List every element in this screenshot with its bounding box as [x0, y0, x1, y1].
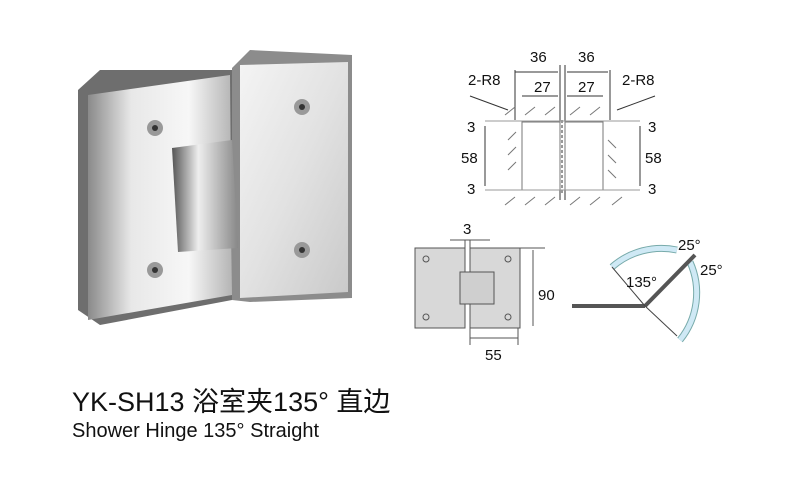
dim-height-90: 90: [538, 287, 555, 304]
dim-width-55: 55: [485, 347, 502, 364]
dim-58-left: 58: [461, 150, 478, 167]
angle-drawing: [572, 244, 701, 343]
angle-25-lower: 25°: [700, 262, 723, 279]
dim-3-right-bottom: 3: [648, 181, 656, 198]
dim-36-right: 36: [578, 49, 595, 66]
dim-3-right-top: 3: [648, 119, 656, 136]
dim-27-right: 27: [578, 79, 595, 96]
right-plate: [232, 50, 352, 302]
dim-3-left-top: 3: [467, 119, 475, 136]
dim-3-left-bottom: 3: [467, 181, 475, 198]
dim-58-right: 58: [645, 150, 662, 167]
top-cutout-drawing: [469, 65, 656, 206]
product-title: YK-SH13 浴室夹135° 直边: [72, 387, 391, 417]
front-view-drawing: [414, 239, 545, 345]
hinge-product-photo: [78, 50, 352, 325]
dim-gap-3: 3: [463, 221, 471, 238]
screw-icon: [147, 99, 310, 278]
radius-left-label: 2-R8: [468, 72, 501, 89]
product-subtitle: Shower Hinge 135° Straight: [72, 420, 320, 442]
angle-25-upper: 25°: [678, 237, 701, 254]
dim-36-left: 36: [530, 49, 547, 66]
radius-right-label: 2-R8: [622, 72, 655, 89]
hinge-knuckle: [172, 140, 238, 252]
dim-27-left: 27: [534, 79, 551, 96]
left-plate: [78, 70, 232, 325]
angle-135-label: 135°: [626, 274, 657, 291]
